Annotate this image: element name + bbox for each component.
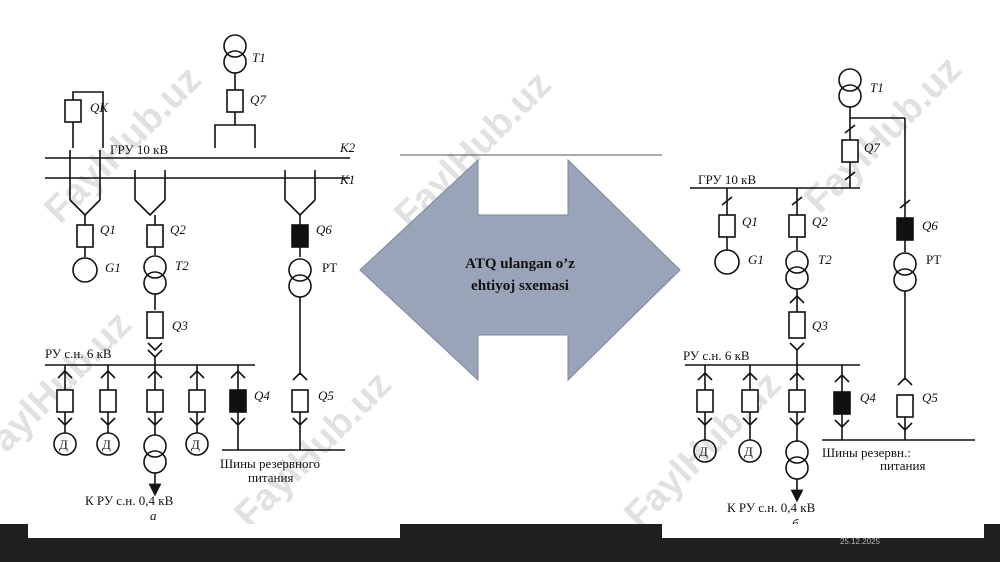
label-busres1: Шины резервн.: xyxy=(822,445,911,460)
label-k2: K2 xyxy=(339,140,356,155)
label-q6: Q6 xyxy=(922,218,938,233)
label-gru: ГРУ 10 кВ xyxy=(110,142,168,157)
left-labels: QK T1 Q7 ГРУ 10 кВ K2 K1 Q1 Q2 Q6 G1 T2 … xyxy=(45,50,356,523)
label-t1: T1 xyxy=(870,80,884,95)
footer-date: 25.12.2025 xyxy=(839,537,880,546)
label-d: Д xyxy=(191,437,200,452)
label-g1: G1 xyxy=(748,252,764,267)
label-ru: РУ с.н. 6 кВ xyxy=(45,346,112,361)
center-title-line2: ehtiyoj sxemasi xyxy=(471,278,569,294)
label-q1: Q1 xyxy=(100,222,116,237)
double-arrow: ATQ ulangan o’z ehtiyoj sxemasi xyxy=(359,154,681,382)
label-pt: PT xyxy=(322,260,337,275)
label-q4: Q4 xyxy=(254,388,270,403)
label-q7: Q7 xyxy=(864,140,880,155)
bottom-white-strip xyxy=(662,524,984,538)
label-pt: PT xyxy=(926,252,941,267)
left-schematic xyxy=(45,34,350,497)
label-t1: T1 xyxy=(252,50,266,65)
label-letter: a xyxy=(150,508,157,523)
label-busres2: питания xyxy=(880,458,925,473)
bottom-white-strip xyxy=(28,524,400,538)
label-q2: Q2 xyxy=(812,214,828,229)
label-kru: К РУ с.н. 0,4 кВ xyxy=(727,500,816,515)
label-ru: РУ с.н. 6 кВ xyxy=(683,348,750,363)
label-d: Д xyxy=(699,444,708,459)
label-busres1: Шины резервного xyxy=(220,456,320,471)
label-q2: Q2 xyxy=(170,222,186,237)
label-q6: Q6 xyxy=(316,222,332,237)
label-d: Д xyxy=(102,437,111,452)
watermark-text: FaylHub.uz xyxy=(797,48,970,221)
label-qk: QK xyxy=(90,100,109,115)
label-q3: Q3 xyxy=(172,318,188,333)
label-g1: G1 xyxy=(105,260,121,275)
label-q1: Q1 xyxy=(742,214,758,229)
label-gru: ГРУ 10 кВ xyxy=(698,172,756,187)
label-q5: Q5 xyxy=(922,390,938,405)
label-k1: K1 xyxy=(339,172,355,187)
label-q3: Q3 xyxy=(812,318,828,333)
right-labels: T1 Q7 ГРУ 10 кВ Q1 Q2 Q6 G1 T2 PT Q3 РУ … xyxy=(683,80,941,531)
label-q5: Q5 xyxy=(318,388,334,403)
label-kru: К РУ с.н. 0,4 кВ xyxy=(85,493,174,508)
label-t2: T2 xyxy=(818,252,832,267)
double-arrow-shape xyxy=(359,158,681,382)
label-q4: Q4 xyxy=(860,390,876,405)
right-schematic xyxy=(685,68,975,503)
label-letter: б xyxy=(792,516,799,531)
label-d: Д xyxy=(744,444,753,459)
label-busres2: питания xyxy=(248,470,293,485)
center-title-line1: ATQ ulangan o’z xyxy=(465,256,575,272)
label-q7: Q7 xyxy=(250,92,266,107)
label-d: Д xyxy=(59,437,68,452)
label-t2: T2 xyxy=(175,258,189,273)
